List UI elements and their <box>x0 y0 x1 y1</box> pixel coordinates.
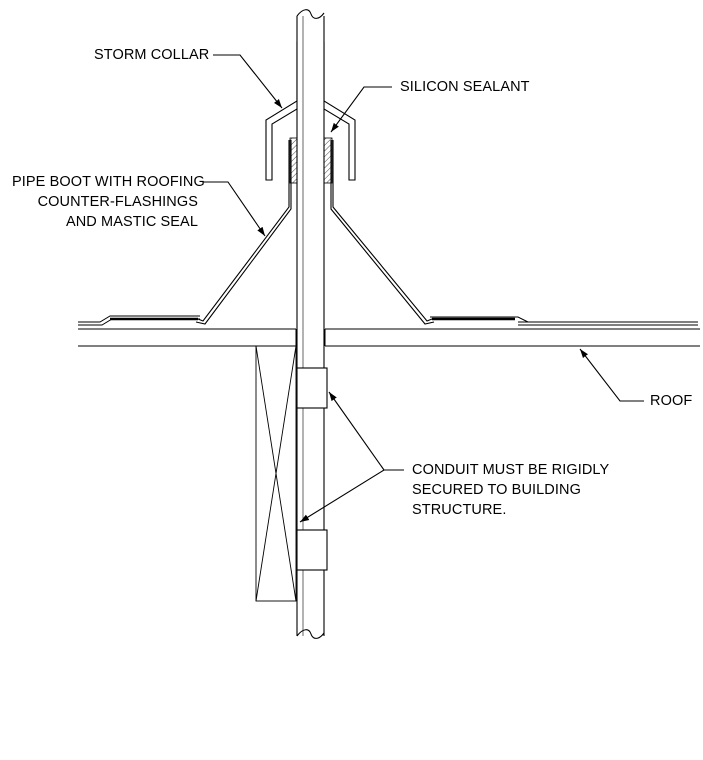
pipe-boot-label: PIPE BOOT WITH ROOFING COUNTER-FLASHINGS… <box>12 172 205 232</box>
conduit-note-line-1: CONDUIT MUST BE RIGIDLY <box>412 462 610 478</box>
conduit-leader-lower <box>299 469 385 523</box>
conduit-note-line-3: STRUCTURE. <box>412 502 507 518</box>
pipe-boot-label-line-1: PIPE BOOT WITH ROOFING <box>12 174 205 190</box>
silicon-sealant-label: SILICON SEALANT <box>400 79 530 95</box>
storm-collar-leader <box>213 54 283 109</box>
pipe-boot-label-line-3: AND MASTIC SEAL <box>65 214 198 230</box>
silicon-sealant-leader <box>330 86 392 133</box>
roof-deck <box>78 328 700 347</box>
roof-label: ROOF <box>650 393 693 409</box>
silicon-sealant <box>323 137 333 184</box>
pipe-boot-label-line-2: COUNTER-FLASHINGS <box>37 194 198 210</box>
roof-leader <box>579 348 644 402</box>
silicon-sealant-left <box>289 137 298 184</box>
conduit-note-line-2: SECURED TO BUILDING <box>412 482 581 498</box>
pipe-boot-leader <box>203 181 266 237</box>
storm-collar-label: STORM COLLAR <box>94 47 210 63</box>
wood-blocking <box>255 345 297 602</box>
roof-flashing <box>78 315 698 326</box>
conduit-leader-upper <box>328 391 385 471</box>
leader-lines <box>203 54 644 523</box>
conduit-note-label: CONDUIT MUST BE RIGIDLY SECURED TO BUILD… <box>412 460 609 520</box>
conduit-straps <box>296 367 328 571</box>
